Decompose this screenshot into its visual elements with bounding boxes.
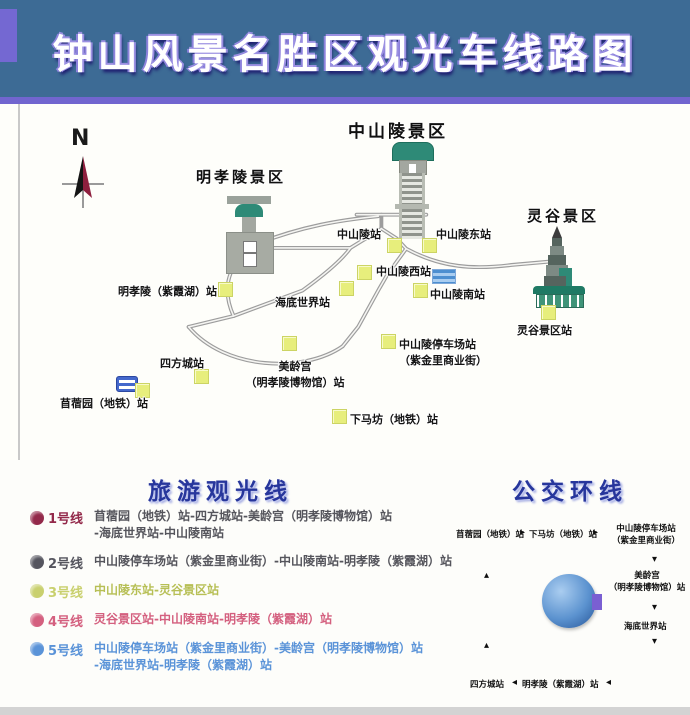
station-marker bbox=[422, 238, 437, 253]
tour-lines-header: 旅游观光线 bbox=[148, 479, 293, 505]
route-description: 中山陵停车场站（紫金里商业街）-美龄宫（明孝陵博物馆）站-海底世界站-明孝陵（紫… bbox=[94, 640, 423, 673]
station-label: 海底世界站 bbox=[275, 296, 330, 309]
line-badge: 4号线 bbox=[30, 611, 94, 630]
station-label: 苜蓿园（地铁）站 bbox=[60, 397, 148, 410]
station-marker bbox=[282, 336, 297, 351]
arrow-down-icon: ▾ bbox=[652, 602, 658, 613]
station-marker bbox=[357, 265, 372, 280]
station-marker bbox=[332, 409, 347, 424]
loop-station-meilinggong: 美龄宫 （明孝陵博物馆）站 bbox=[608, 571, 686, 593]
route-description: 中山陵东站-灵谷景区站 bbox=[94, 582, 219, 597]
arrow-right-icon: ▸ bbox=[593, 527, 599, 538]
compass-north-label: N bbox=[71, 126, 90, 151]
station-label: 四方城站 bbox=[160, 357, 204, 370]
route-description: 灵谷景区站-中山陵南站-明孝陵（紫霞湖）站 bbox=[94, 611, 332, 626]
map-border bbox=[18, 104, 20, 460]
loop-station-haidishijie: 海底世界站 bbox=[624, 622, 667, 632]
mingxiaoling-gate-icon bbox=[226, 196, 274, 274]
page-title: 钟山风景名胜区观光车线路图 bbox=[52, 32, 638, 78]
station-label: 明孝陵（紫霞湖）站 bbox=[118, 285, 217, 298]
line-badge: 1号线 bbox=[30, 508, 94, 527]
line-badge: 5号线 bbox=[30, 640, 94, 659]
arrow-up-icon: ▴ bbox=[484, 570, 490, 581]
station-marker bbox=[218, 282, 233, 297]
globe-icon bbox=[542, 574, 602, 628]
route-row: 5号线中山陵停车场站（紫金里商业街）-美龄宫（明孝陵博物馆）站-海底世界站-明孝… bbox=[30, 640, 462, 675]
station-label: 中山陵南站 bbox=[430, 288, 485, 301]
station-label: 美龄宫（明孝陵博物馆）站 bbox=[245, 360, 345, 389]
line-badge-icon bbox=[30, 584, 44, 599]
station-label: 灵谷景区站 bbox=[517, 324, 572, 337]
arrow-down-icon: ▾ bbox=[652, 554, 658, 565]
route-description: 中山陵停车场站（紫金里商业街）-中山陵南站-明孝陵（紫霞湖）站 bbox=[94, 553, 452, 568]
station-marker bbox=[387, 238, 402, 253]
station-label: 中山陵停车场站（紫金里商业街） bbox=[399, 338, 487, 367]
compass-icon: N bbox=[58, 126, 108, 212]
bottom-strip bbox=[0, 707, 690, 715]
line-badge: 3号线 bbox=[30, 582, 94, 601]
lake-icon bbox=[432, 269, 456, 284]
loop-station-xiamafang: 下马坊（地铁）站 bbox=[529, 530, 598, 540]
area-label-mingxiaoling: 明孝陵景区 bbox=[196, 168, 287, 186]
route-description: 苜蓿园（地铁）站-四方城站-美龄宫（明孝陵博物馆）站-海底世界站-中山陵南站 bbox=[94, 509, 392, 541]
station-label: 中山陵西站 bbox=[376, 265, 431, 278]
line-badge: 2号线 bbox=[30, 553, 94, 572]
arrow-down-icon: ▾ bbox=[652, 636, 658, 647]
line-badge-icon bbox=[30, 510, 44, 525]
line-badge-icon bbox=[30, 642, 44, 657]
scenic-map: N 明孝陵景区 中山陵景区 灵谷景区 bbox=[0, 104, 690, 460]
station-marker bbox=[339, 281, 354, 296]
station-label: 下马坊（地铁）站 bbox=[350, 413, 438, 426]
route-row: 3号线中山陵东站-灵谷景区站 bbox=[30, 582, 462, 601]
arrow-left-icon: ◂ bbox=[606, 677, 612, 688]
station-marker bbox=[413, 283, 428, 298]
bus-loop-diagram: 苜蓿园（地铁）站 ▸ 下马坊（地铁）站 ▸ 中山陵停车场站 （紫金里商业街） ▾… bbox=[456, 512, 690, 712]
arrow-right-icon: ▸ bbox=[520, 527, 526, 538]
station-marker bbox=[194, 369, 209, 384]
metro-icon bbox=[116, 376, 138, 392]
title-bar: 钟山风景名胜区观光车线路图 bbox=[0, 0, 690, 97]
loop-station-parking: 中山陵停车场站 （紫金里商业街） bbox=[611, 524, 680, 546]
route-row: 1号线苜蓿园（地铁）站-四方城站-美龄宫（明孝陵博物馆）站-海底世界站-中山陵南… bbox=[30, 508, 462, 543]
area-label-linggu: 灵谷景区 bbox=[527, 207, 600, 225]
title-underline bbox=[0, 97, 690, 104]
station-marker bbox=[541, 305, 556, 320]
line-badge-icon bbox=[30, 613, 44, 628]
linggu-pagoda-icon bbox=[543, 226, 573, 288]
arrow-left-icon: ◂ bbox=[512, 677, 518, 688]
area-label-zhongshanling: 中山陵景区 bbox=[348, 122, 448, 142]
loop-station-muxuyuan: 苜蓿园（地铁）站 bbox=[456, 530, 525, 540]
loop-station-mingxiaoling: 明孝陵（紫霞湖）站 bbox=[522, 680, 599, 690]
route-row: 2号线中山陵停车场站（紫金里商业街）-中山陵南站-明孝陵（紫霞湖）站 bbox=[30, 553, 462, 572]
arrow-up-icon: ▴ bbox=[484, 640, 490, 651]
station-marker bbox=[135, 383, 150, 398]
bus-loop-header: 公交环线 bbox=[512, 479, 628, 505]
title-accent-bar bbox=[0, 9, 17, 62]
loop-station-sifangcheng: 四方城站 bbox=[470, 680, 505, 690]
zhongshanling-mausoleum-icon bbox=[392, 142, 436, 252]
tour-lines-list: 1号线苜蓿园（地铁）站-四方城站-美龄宫（明孝陵博物馆）站-海底世界站-中山陵南… bbox=[30, 508, 462, 685]
station-label: 中山陵东站 bbox=[436, 228, 491, 241]
station-marker bbox=[381, 334, 396, 349]
line-badge-icon bbox=[30, 555, 44, 570]
route-row: 4号线灵谷景区站-中山陵南站-明孝陵（紫霞湖）站 bbox=[30, 611, 462, 630]
linggu-hall-icon bbox=[533, 286, 585, 308]
station-label: 中山陵站 bbox=[337, 228, 381, 241]
